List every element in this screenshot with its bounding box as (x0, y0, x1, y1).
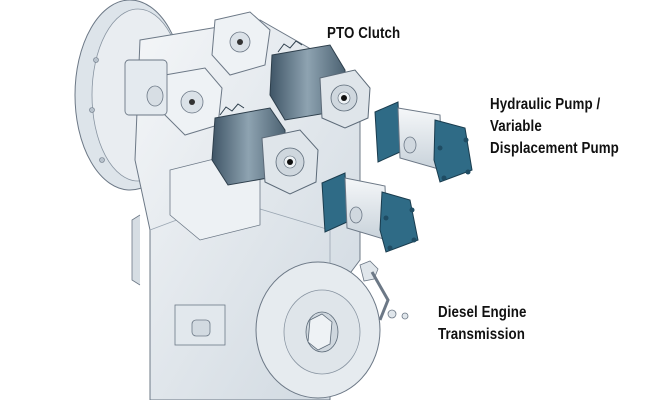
label-hydraulic-pump: Hydraulic Pump / Variable Displacement P… (490, 94, 619, 160)
label-pto-clutch-line-1: PTO Clutch (327, 25, 401, 42)
pto-clutch-lower (211, 103, 319, 195)
label-transmission: Diesel Engine Transmission (438, 302, 527, 346)
label-pto-clutch: PTO Clutch (327, 23, 400, 45)
shift-linkage (359, 260, 409, 321)
label-hydraulic-pump-line-2: Variable (490, 118, 542, 135)
hydraulic-pump-lower (321, 172, 419, 253)
pto-mount-pads (124, 11, 271, 136)
label-transmission-line-2: Transmission (438, 326, 525, 343)
label-hydraulic-pump-line-3: Displacement Pump (490, 140, 619, 157)
label-hydraulic-pump-line-1: Hydraulic Pump / (490, 96, 601, 113)
label-transmission-line-1: Diesel Engine (438, 304, 527, 321)
hydraulic-pump-upper (374, 101, 473, 183)
output-flange (255, 261, 381, 399)
pto-clutch-upper (269, 40, 371, 129)
